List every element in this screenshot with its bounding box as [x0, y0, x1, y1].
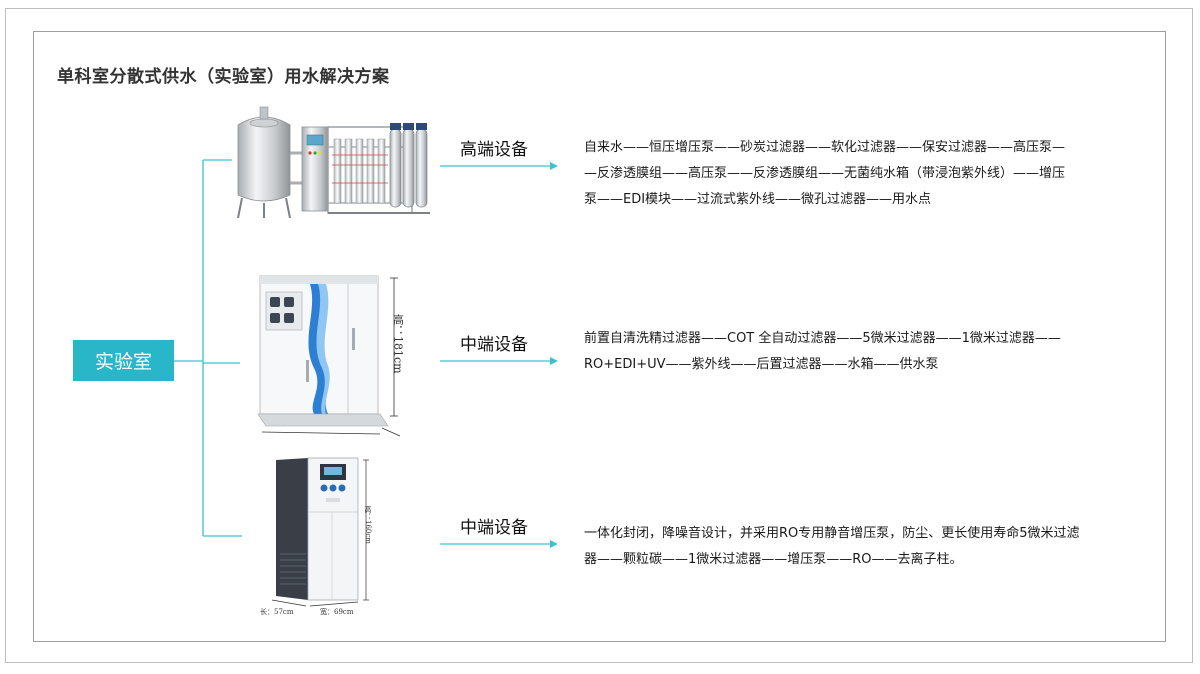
outer-frame	[5, 8, 1193, 663]
tier-description-mid-end-2: 一体化封闭，降噪音设计，并采用RO专用静音增压泵，防尘、更长使用寿命5微米过滤 …	[584, 521, 1080, 573]
description-line: 器——颗粒碳——1微米过滤器——增压泵——RO——去离子柱。	[584, 552, 963, 567]
tier-label-high-end: 高端设备	[460, 140, 528, 160]
high-end-equipment-image	[237, 106, 430, 219]
content-frame	[33, 31, 1166, 642]
tier-label-mid-end-2: 中端设备	[460, 518, 528, 538]
tier-label-mid-end-1: 中端设备	[460, 335, 528, 355]
height-dimension-label: 高：160cm	[364, 505, 372, 544]
tier-description-high-end: 自来水——恒压增压泵——砂炭过滤器——软化过滤器——保安过滤器——高压泵— —反…	[584, 135, 1065, 213]
description-line: RO+EDI+UV——紫外线——后置过滤器——水箱——供水泵	[584, 357, 939, 372]
description-line: —反渗透膜组——高压泵——反渗透膜组——无菌纯水箱（带浸泡紫外线）——增压	[584, 166, 1066, 181]
page-title: 单科室分散式供水（实验室）用水解决方案	[57, 67, 390, 87]
description-line: 一体化封闭，降噪音设计，并采用RO专用静音增压泵，防尘、更长使用寿命5微米过滤	[584, 526, 1080, 541]
description-line: 前置自清洗精过滤器——COT 全自动过滤器——5微米过滤器——1微米过滤器——	[584, 331, 1061, 346]
mid-end-compact-unit-image: 高：160cm 长：57cm 宽：69cm	[260, 457, 372, 616]
tier-description-mid-end-1: 前置自清洗精过滤器——COT 全自动过滤器——5微米过滤器——1微米过滤器—— …	[584, 326, 1061, 378]
width-dimension-label: 宽：69cm	[320, 607, 354, 616]
height-dimension-label: 高：181cm	[392, 313, 405, 374]
length-dimension-label: 长：57cm	[260, 607, 294, 616]
lab-node: 实验室	[73, 340, 174, 381]
mid-end-cabinet-image: 高：181cm	[257, 275, 405, 437]
description-line: 泵——EDI模块——过流式紫外线——微孔过滤器——用水点	[584, 192, 932, 207]
description-line: 自来水——恒压增压泵——砂炭过滤器——软化过滤器——保安过滤器——高压泵—	[584, 140, 1066, 155]
